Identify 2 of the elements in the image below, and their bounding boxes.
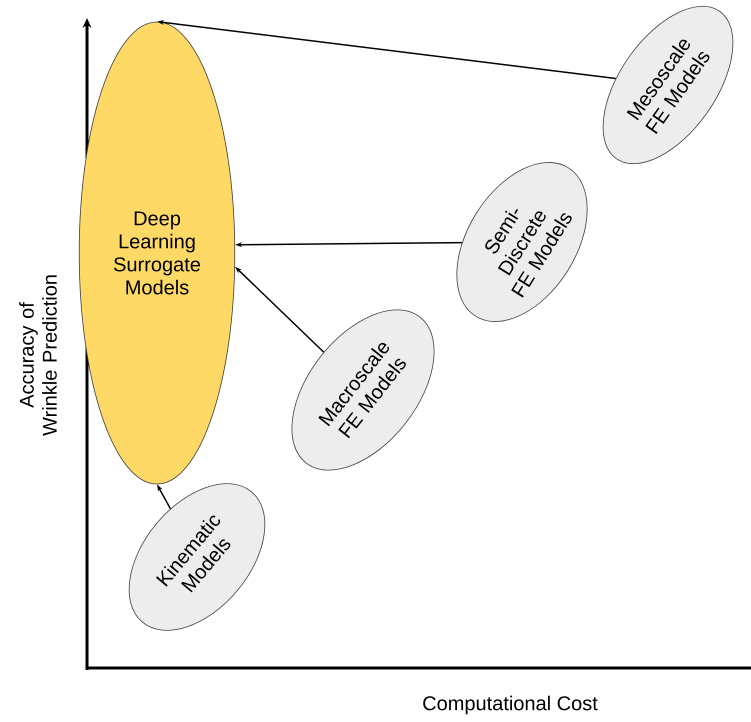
axis-label: Computational Cost — [423, 696, 598, 714]
axis-label: Accuracy of Wrinkle Prediction — [19, 275, 57, 436]
